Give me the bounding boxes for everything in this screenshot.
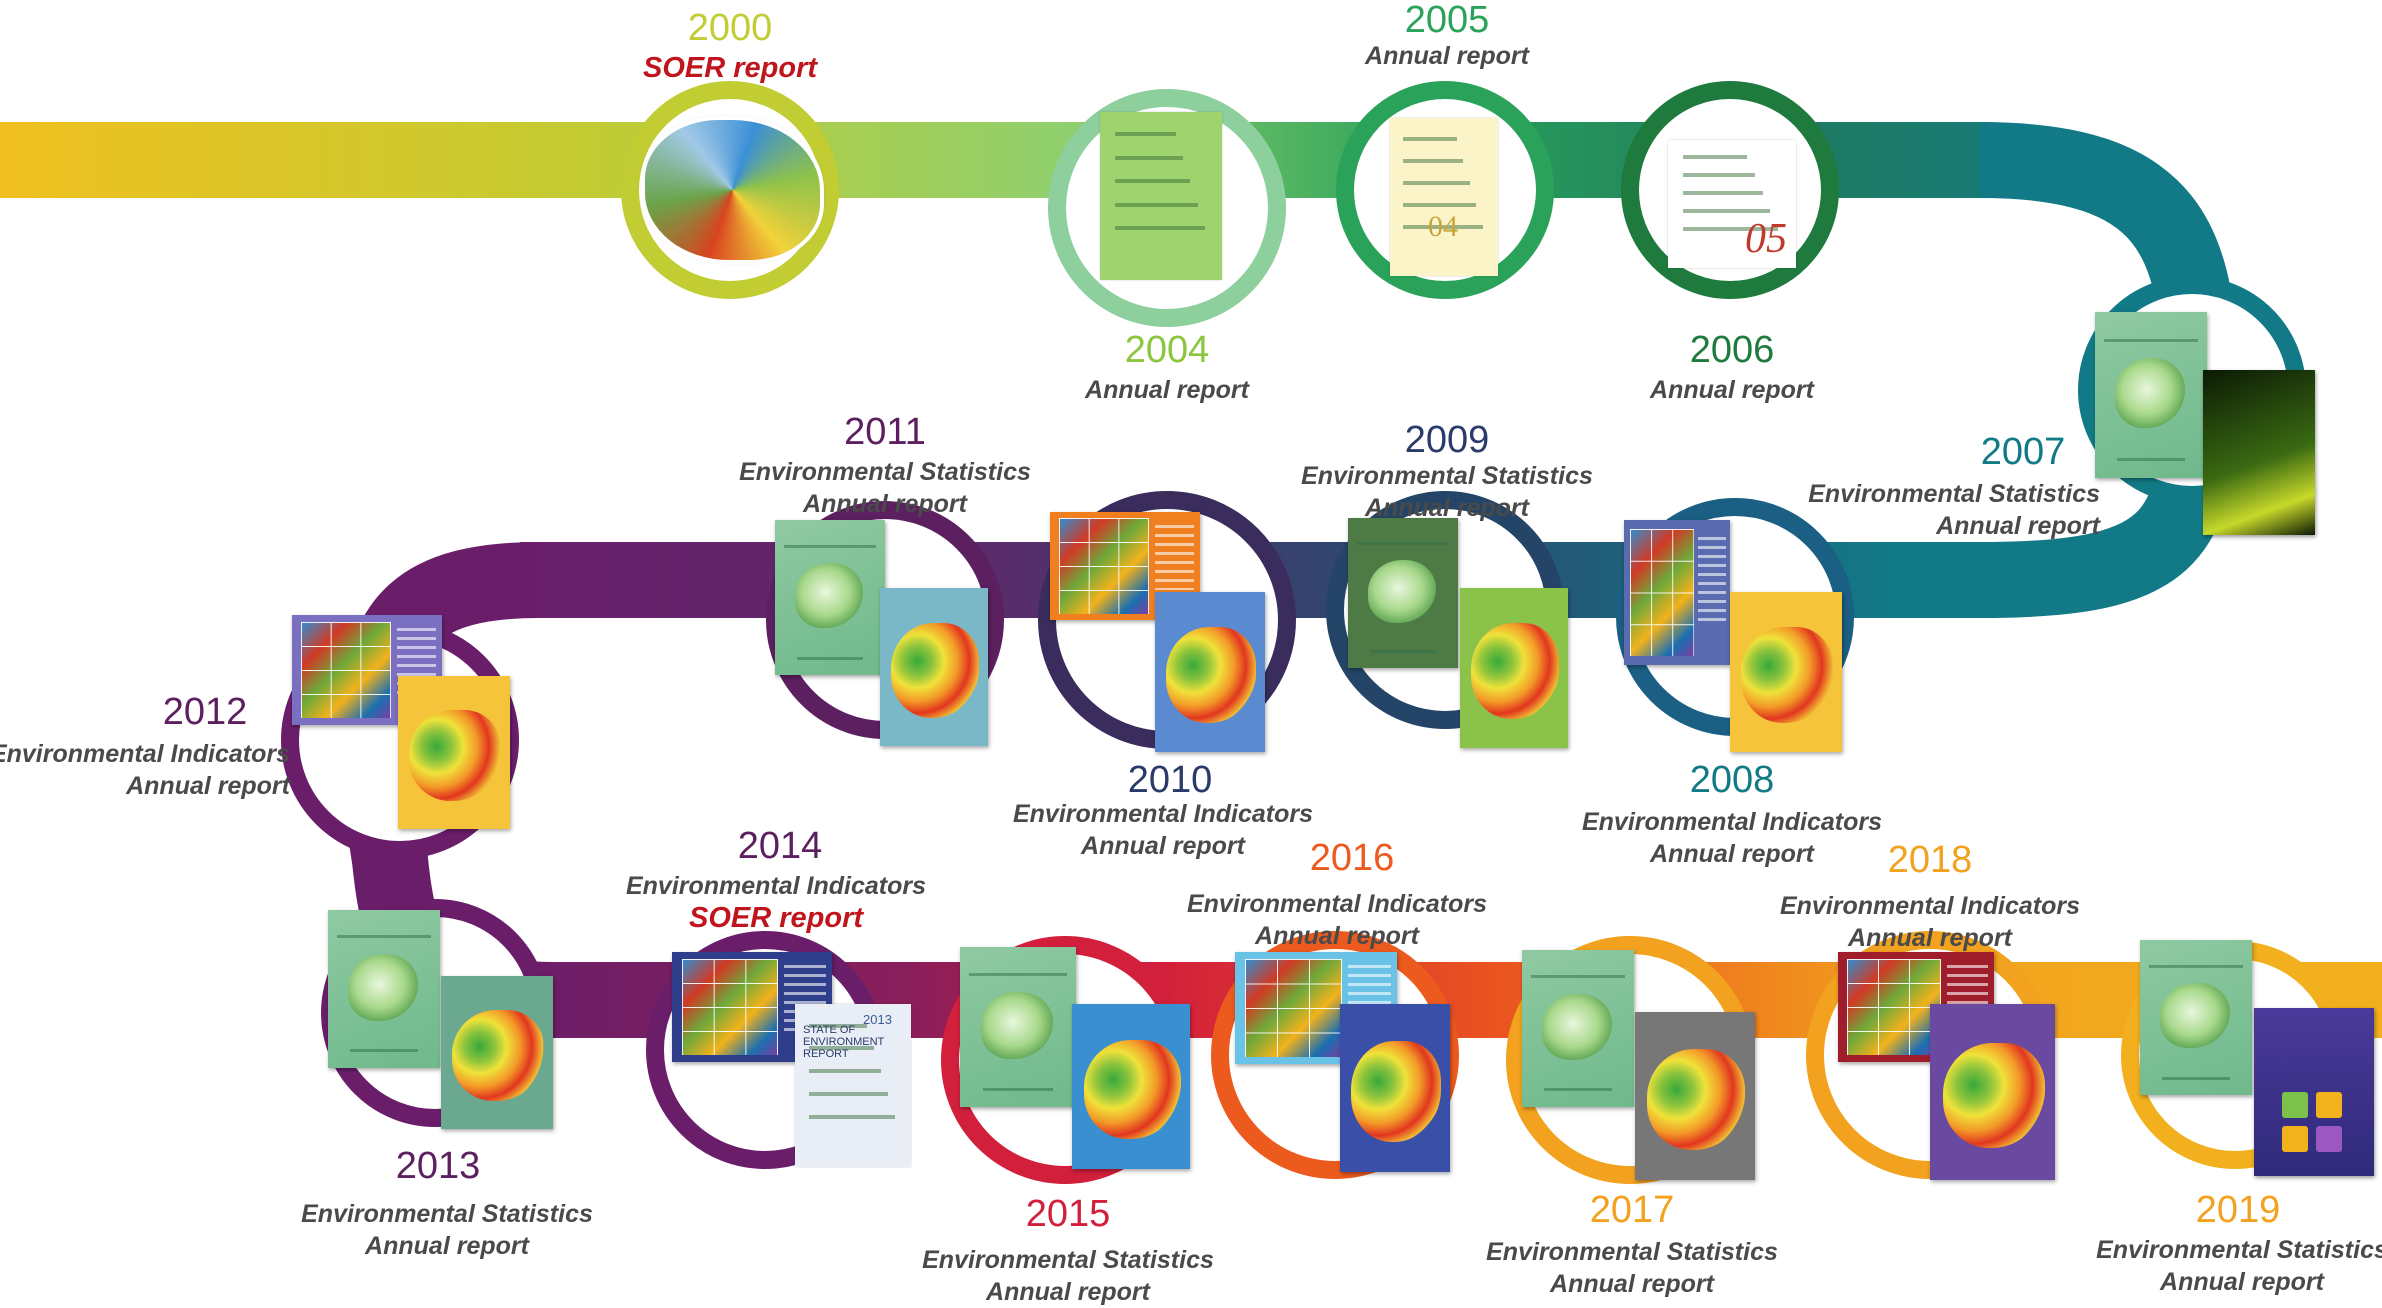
report-type-line1: Environmental Indicators: [1779, 892, 2081, 920]
report-type-line1: Environmental Statistics: [301, 1200, 593, 1228]
report-type-line2: Annual report: [1650, 840, 1814, 868]
cover-2011-map: [880, 588, 988, 746]
milestone-year-2012: 2012: [162, 691, 248, 733]
milestone-year-2009: 2009: [1404, 419, 1490, 461]
milestone-label-2000: SOER report: [643, 52, 817, 84]
cover-2015-statistics: [960, 947, 1076, 1107]
cover-2005: [1390, 118, 1498, 276]
cover-2004: [1100, 112, 1222, 280]
cover-2007-statistics: [2095, 312, 2207, 478]
report-type-line2: Annual report: [986, 1278, 1150, 1306]
cover-2013-map: [441, 976, 553, 1129]
cover-2009-map: [1460, 588, 1568, 748]
cover-2019-statistics: [2140, 940, 2252, 1095]
report-type-line2: Annual report: [1365, 494, 1529, 522]
cover-2009-statistics: [1348, 518, 1458, 668]
report-type-line1: Environmental Statistics: [2096, 1236, 2382, 1264]
cover-2012-map: [398, 676, 510, 829]
milestone-year-2006: 2006: [1689, 329, 1775, 371]
cover-2013-statistics: [328, 910, 440, 1068]
report-type-line1: Environmental Statistics: [922, 1246, 1214, 1274]
milestone-year-2019: 2019: [2195, 1189, 2281, 1231]
cover-2019-square-0: [2282, 1092, 2308, 1118]
report-type-line2: Annual report: [126, 772, 290, 800]
report-type-line1: Environmental Indicators: [1581, 808, 1883, 836]
report-type-line1: Environmental Statistics: [1486, 1238, 1778, 1266]
cover-2014-soer-title: STATE OF ENVIRONMENT REPORT: [803, 1024, 885, 1060]
cover-2019-square-3: [2316, 1126, 2342, 1152]
cover-2019-square-2: [2282, 1126, 2308, 1152]
report-type-line1: Annual report: [1650, 376, 1814, 404]
cover-2018-map: [1930, 1004, 2055, 1180]
report-type-line1: Environmental Indicators: [625, 872, 927, 900]
cover-2010-map: [1155, 592, 1265, 752]
milestone-year-2000: 2000: [687, 7, 773, 49]
milestone-year-2008: 2008: [1689, 759, 1775, 801]
report-type-line1: Environmental Statistics: [1808, 480, 2100, 508]
report-type-line2: Annual report: [365, 1232, 529, 1260]
cover-2019-purple: [2254, 1008, 2374, 1176]
report-type-line1: Annual report: [1365, 42, 1529, 70]
cover-2006: [1668, 140, 1796, 268]
milestone-label-2006: Annual report: [1650, 374, 1814, 406]
cover-2005-number: 04: [1428, 210, 1458, 243]
cover-2007-dark: [2203, 370, 2315, 535]
cover-2011-statistics: [775, 520, 885, 675]
report-type-line1: Annual report: [1085, 376, 1249, 404]
cover-2019-square-1: [2316, 1092, 2342, 1118]
cover-2006-number: 05: [1745, 216, 1787, 262]
report-type-line2: Annual report: [2160, 1268, 2324, 1296]
cover-2016-map: [1340, 1004, 1450, 1172]
soer-report-label: SOER report: [642, 52, 818, 84]
milestone-year-2016: 2016: [1309, 837, 1395, 879]
milestone-year-2018: 2018: [1887, 839, 1973, 881]
milestone-year-2011: 2011: [844, 411, 926, 453]
milestone-label-2005: Annual report: [1365, 40, 1529, 72]
cover-2017-map: [1635, 1012, 1755, 1180]
report-type-line2: Annual report: [1550, 1270, 1714, 1298]
report-type-line1: Environmental Indicators: [1012, 800, 1314, 828]
cover-2017-statistics: [1522, 950, 1634, 1107]
milestone-year-2004: 2004: [1124, 329, 1210, 371]
report-type-line1: Environmental Statistics: [739, 458, 1031, 486]
soer-report-label: SOER report: [688, 902, 864, 934]
milestone-year-2010: 2010: [1127, 759, 1213, 801]
cover-2008-indicators: [1624, 520, 1730, 665]
cover-2014-soer-year: 2013: [863, 1012, 892, 1027]
report-type-line2: Annual report: [1255, 922, 1419, 950]
milestone-year-2017: 2017: [1589, 1189, 1675, 1231]
milestone-year-2015: 2015: [1025, 1193, 1111, 1235]
report-type-line1: Environmental Statistics: [1301, 462, 1593, 490]
report-type-line2: Annual report: [803, 490, 967, 518]
milestone-year-2005: 2005: [1404, 0, 1490, 41]
report-type-line2: Annual report: [1936, 512, 2100, 540]
report-type-line1: Environmental Indicators: [0, 740, 290, 768]
report-type-line2: Annual report: [1848, 924, 2012, 952]
report-type-line1: Environmental Indicators: [1186, 890, 1488, 918]
milestone-label-2004: Annual report: [1085, 374, 1249, 406]
milestone-year-2013: 2013: [395, 1145, 481, 1187]
cover-2015-map: [1072, 1004, 1190, 1169]
cover-2008-map: [1730, 592, 1842, 752]
report-type-line2: Annual report: [1081, 832, 1245, 860]
milestone-year-2007: 2007: [1980, 431, 2066, 473]
milestone-year-2014: 2014: [737, 825, 823, 867]
cover-2000-map-collage: [645, 120, 820, 260]
